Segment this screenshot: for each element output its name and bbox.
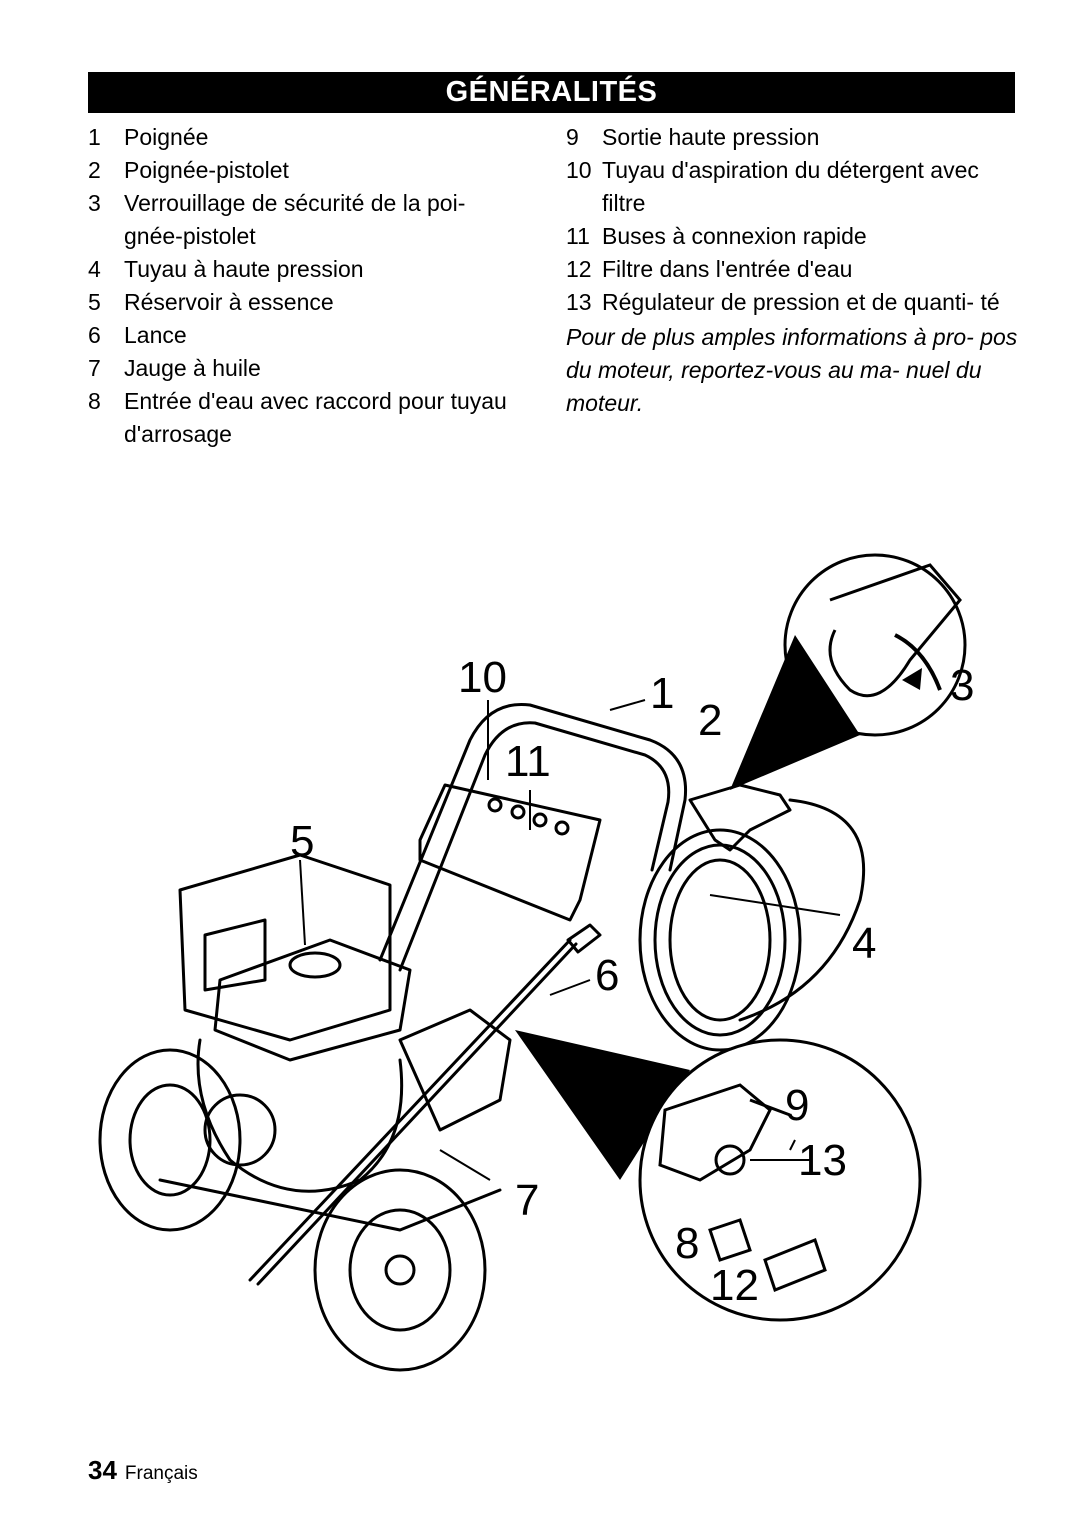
callout-9: 9 <box>785 1081 809 1130</box>
section-title-bar: GÉNÉRALITÉS <box>88 72 1015 113</box>
callout-13: 13 <box>798 1136 847 1185</box>
item-text: Tuyau à haute pression <box>124 256 364 282</box>
item-text: Poignée-pistolet <box>124 157 289 183</box>
list-item: 13 Régulateur de pression et de quanti- … <box>566 286 1026 319</box>
callout-8: 8 <box>675 1219 699 1268</box>
item-number: 1 <box>88 124 101 150</box>
list-item: 3 Verrouillage de sécurité de la poi- gn… <box>88 187 518 253</box>
item-text: Jauge à huile <box>124 355 261 381</box>
list-item: 10 Tuyau d'aspiration du détergent avec … <box>566 154 1026 220</box>
item-text: Réservoir à essence <box>124 289 334 315</box>
callout-2: 2 <box>698 696 722 745</box>
list-item: 7 Jauge à huile <box>88 352 518 385</box>
callout-4: 4 <box>852 919 876 968</box>
item-number: 10 <box>566 157 592 183</box>
parts-list-right: 9 Sortie haute pression 10 Tuyau d'aspir… <box>566 121 1026 420</box>
section-title: GÉNÉRALITÉS <box>445 76 658 108</box>
item-number: 11 <box>566 223 590 249</box>
callout-3: 3 <box>950 661 974 710</box>
item-text: Sortie haute pression <box>602 124 820 150</box>
item-number: 13 <box>566 289 592 315</box>
list-item: 9 Sortie haute pression <box>566 121 1026 154</box>
list-item: 1 Poignée <box>88 121 518 154</box>
item-text: Tuyau d'aspiration du détergent avec fil… <box>602 157 979 216</box>
language-label: Français <box>124 1463 198 1484</box>
parts-list-left: 1 Poignée 2 Poignée-pistolet 3 Verrouill… <box>88 121 518 451</box>
item-number: 3 <box>88 190 101 216</box>
page-footer: 34 Français <box>88 1455 198 1486</box>
page-number: 34 <box>88 1455 117 1485</box>
callout-11: 11 <box>505 737 551 786</box>
detail-pump <box>515 1030 922 1322</box>
pressure-washer-illustration: 10 1 3 2 11 5 4 6 9 13 7 8 12 <box>98 553 974 1372</box>
item-number: 8 <box>88 388 101 414</box>
item-text: Lance <box>124 322 187 348</box>
callout-6: 6 <box>595 951 619 1000</box>
item-number: 6 <box>88 322 101 348</box>
detail-safety-lock <box>730 553 967 790</box>
list-item: 8 Entrée d'eau avec raccord pour tuyau d… <box>88 385 518 451</box>
item-number: 2 <box>88 157 101 183</box>
callout-7: 7 <box>515 1176 539 1225</box>
item-number: 12 <box>566 256 592 282</box>
callout-5: 5 <box>290 817 314 866</box>
item-text: Verrouillage de sécurité de la poi- gnée… <box>124 190 466 249</box>
list-item: 4 Tuyau à haute pression <box>88 253 518 286</box>
item-number: 7 <box>88 355 101 381</box>
item-text: Entrée d'eau avec raccord pour tuyau d'a… <box>124 388 507 447</box>
item-text: Filtre dans l'entrée d'eau <box>602 256 853 282</box>
list-item: 11 Buses à connexion rapide <box>566 220 1026 253</box>
list-item: 2 Poignée-pistolet <box>88 154 518 187</box>
callout-10: 10 <box>458 653 507 702</box>
item-text: Buses à connexion rapide <box>602 223 867 249</box>
list-item: 12 Filtre dans l'entrée d'eau <box>566 253 1026 286</box>
item-text: Régulateur de pression et de quanti- té <box>602 289 1000 315</box>
item-text: Poignée <box>124 124 209 150</box>
item-number: 4 <box>88 256 101 282</box>
list-item: 5 Réservoir à essence <box>88 286 518 319</box>
item-number: 5 <box>88 289 101 315</box>
item-number: 9 <box>566 124 579 150</box>
callout-12: 12 <box>710 1261 759 1310</box>
callout-1: 1 <box>650 669 674 718</box>
list-item: 6 Lance <box>88 319 518 352</box>
engine-note: Pour de plus amples informations à pro- … <box>566 324 1018 416</box>
